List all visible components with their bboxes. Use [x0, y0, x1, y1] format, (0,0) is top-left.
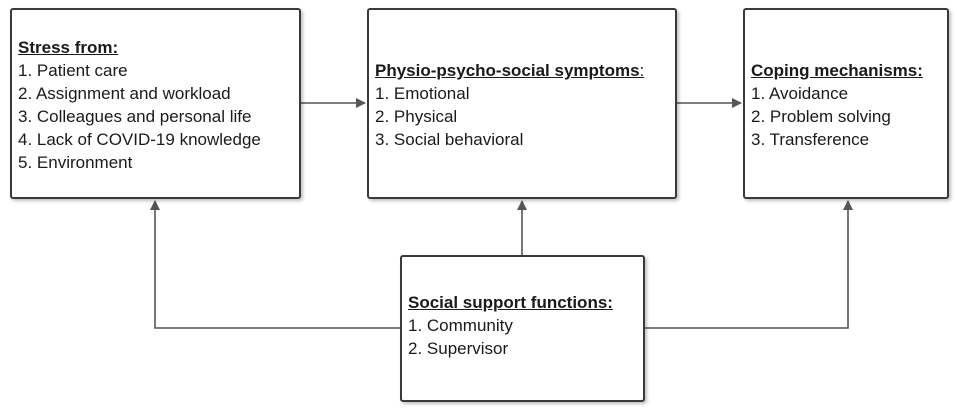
list-item: 5. Environment: [18, 153, 133, 172]
list-item: 3. Transference: [751, 130, 870, 149]
support-title: Social support functions:: [408, 293, 613, 312]
symptoms-list: 1. Emotional 2. Physical 3. Social behav…: [375, 82, 669, 151]
stress-title: Stress from:: [18, 38, 119, 57]
stress-box: Stress from: 1. Patient care 2. Assignme…: [10, 8, 301, 199]
arrow-support-to-coping: [645, 200, 853, 329]
list-item: 2. Assignment and workload: [18, 84, 231, 103]
coping-list: 1. Avoidance 2. Problem solving 3. Trans…: [751, 82, 941, 151]
arrow-support-to-stress: [150, 200, 400, 329]
list-item: 4. Lack of COVID-19 knowledge: [18, 130, 261, 149]
list-item: 1. Patient care: [18, 61, 128, 80]
list-item: 3. Social behavioral: [375, 130, 524, 149]
list-item: 2. Problem solving: [751, 107, 891, 126]
list-item: 1. Community: [408, 316, 513, 335]
support-list: 1. Community 2. Supervisor: [408, 314, 637, 360]
list-item: 3. Colleagues and personal life: [18, 107, 252, 126]
symptoms-title: Physio-psycho-social symptoms: [375, 61, 640, 80]
symptoms-title-row: Physio-psycho-social symptoms:: [375, 60, 669, 82]
symptoms-box: Physio-psycho-social symptoms: 1. Emotio…: [367, 8, 677, 199]
list-item: 1. Emotional: [375, 84, 470, 103]
list-item: 2. Physical: [375, 107, 458, 126]
coping-box: Coping mechanisms: 1. Avoidance 2. Probl…: [743, 8, 949, 199]
stress-list: 1. Patient care 2. Assignment and worklo…: [18, 59, 293, 174]
list-item: 1. Avoidance: [751, 84, 849, 103]
coping-title: Coping mechanisms:: [751, 61, 923, 80]
support-box: Social support functions: 1. Community 2…: [400, 255, 645, 402]
list-item: 2. Supervisor: [408, 339, 509, 358]
symptoms-title-colon: :: [639, 61, 645, 80]
